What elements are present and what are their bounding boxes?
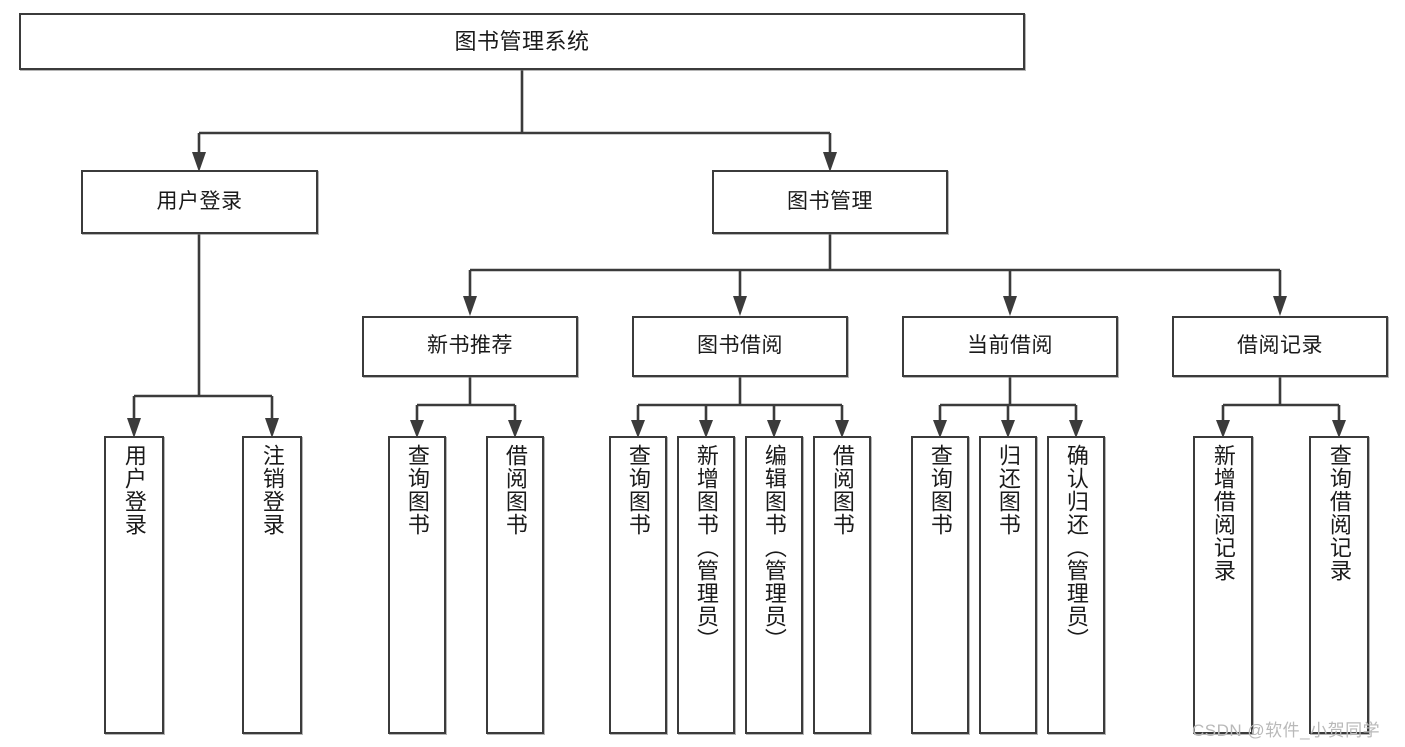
node-label: 确认归还（管理员） xyxy=(1063,444,1089,651)
node-label: 新书推荐 xyxy=(427,334,513,358)
node-label: 用户登录 xyxy=(156,189,243,213)
node-leaf-borrow-book[interactable]: 借阅图书 xyxy=(813,436,871,734)
node-leaf-query-borrow-record[interactable]: 查询借阅记录 xyxy=(1309,436,1369,734)
node-label: 查询图书 xyxy=(927,444,953,536)
node-new-book-recommend[interactable]: 新书推荐 xyxy=(362,316,578,377)
node-leaf-add-book-admin[interactable]: 新增图书（管理员） xyxy=(677,436,735,734)
node-current-borrow[interactable]: 当前借阅 xyxy=(902,316,1118,377)
node-leaf-add-borrow-record[interactable]: 新增借阅记录 xyxy=(1193,436,1253,734)
node-label: 查询借阅记录 xyxy=(1326,444,1352,582)
node-book-manage[interactable]: 图书管理 xyxy=(712,170,948,234)
node-borrow-record[interactable]: 借阅记录 xyxy=(1172,316,1388,377)
node-leaf-query-book-borrow[interactable]: 查询图书 xyxy=(609,436,667,734)
node-label: 当前借阅 xyxy=(967,334,1053,358)
node-label: 用户登录 xyxy=(121,444,147,536)
node-leaf-logout[interactable]: 注销登录 xyxy=(242,436,302,734)
node-label: 查询图书 xyxy=(625,444,651,536)
csdn-watermark: CSDN @软件_小贺同学 xyxy=(1192,721,1381,740)
node-label: 新增借阅记录 xyxy=(1210,444,1236,582)
node-leaf-edit-book-admin[interactable]: 编辑图书（管理员） xyxy=(745,436,803,734)
node-leaf-query-book-current[interactable]: 查询图书 xyxy=(911,436,969,734)
node-leaf-query-book-recommend[interactable]: 查询图书 xyxy=(388,436,446,734)
node-label: 图书借阅 xyxy=(697,334,783,358)
node-root-system[interactable]: 图书管理系统 xyxy=(19,13,1025,70)
node-book-borrow[interactable]: 图书借阅 xyxy=(632,316,848,377)
node-label: 新增图书（管理员） xyxy=(693,444,719,651)
node-label: 编辑图书（管理员） xyxy=(761,444,787,651)
node-label: 注销登录 xyxy=(259,444,285,536)
node-leaf-return-book[interactable]: 归还图书 xyxy=(979,436,1037,734)
node-label: 查询图书 xyxy=(404,444,430,536)
node-leaf-user-login[interactable]: 用户登录 xyxy=(104,436,164,734)
node-label: 归还图书 xyxy=(995,444,1021,536)
node-user-login[interactable]: 用户登录 xyxy=(81,170,318,234)
node-label: 借阅图书 xyxy=(829,444,855,536)
node-leaf-borrow-book-recommend[interactable]: 借阅图书 xyxy=(486,436,544,734)
node-label: 图书管理系统 xyxy=(454,28,590,54)
node-label: 借阅图书 xyxy=(502,444,528,536)
node-label: 借阅记录 xyxy=(1237,334,1323,358)
node-label: 图书管理 xyxy=(787,189,873,213)
node-leaf-confirm-return-admin[interactable]: 确认归还（管理员） xyxy=(1047,436,1105,734)
